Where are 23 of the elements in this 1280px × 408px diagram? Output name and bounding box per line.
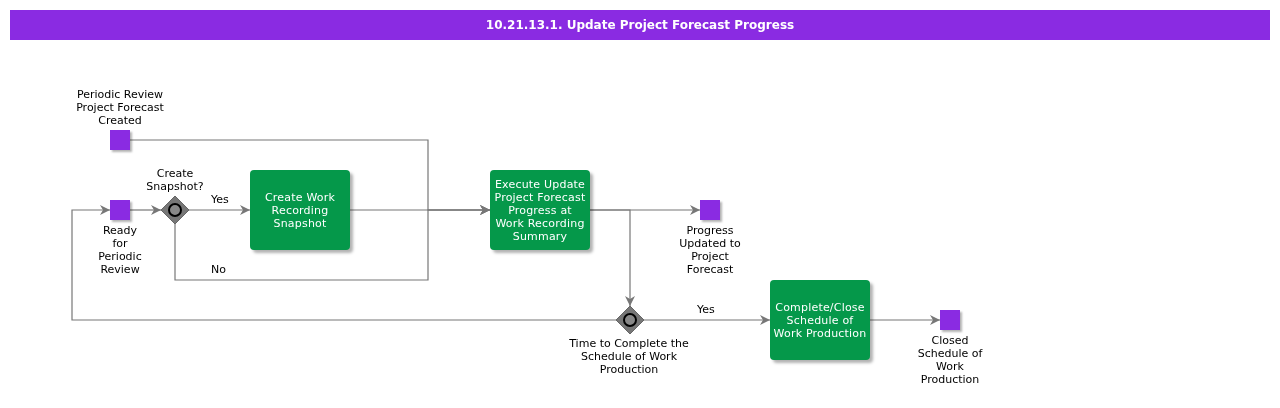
task-box bbox=[250, 170, 350, 250]
arrow bbox=[129, 205, 162, 215]
task-label: Complete/Close Schedule of Work Production bbox=[772, 300, 868, 340]
task-box bbox=[490, 170, 590, 250]
arrow bbox=[589, 209, 635, 307]
title-bar: 10.21.13.1. Update Project Forecast Progress bbox=[10, 10, 1270, 40]
gateway-label: Time to Complete the Schedule of Work Production bbox=[568, 337, 690, 376]
edge-label: Yes bbox=[210, 193, 230, 206]
arrow bbox=[174, 205, 491, 281]
arrow bbox=[188, 205, 251, 215]
event-label: Ready for Periodic Review bbox=[97, 224, 143, 276]
task-label: Execute Update Project Forecast Progress at Work Recording Summary bbox=[493, 177, 587, 243]
event-label: Progress Updated to Project Forecast bbox=[678, 224, 742, 276]
task-box bbox=[770, 280, 870, 360]
arrow bbox=[869, 315, 941, 325]
gateway-label: Create Snapshot? bbox=[145, 167, 205, 193]
edge-label: No bbox=[210, 263, 227, 276]
arrow bbox=[71, 205, 617, 321]
arrow bbox=[643, 315, 771, 325]
event-label: Closed Schedule of Work Production bbox=[916, 334, 984, 386]
task-label: Create Work Recording Snapshot bbox=[263, 190, 337, 230]
event-label: Periodic Review Project Forecast Created bbox=[75, 88, 165, 127]
edge-label: Yes bbox=[696, 303, 716, 316]
